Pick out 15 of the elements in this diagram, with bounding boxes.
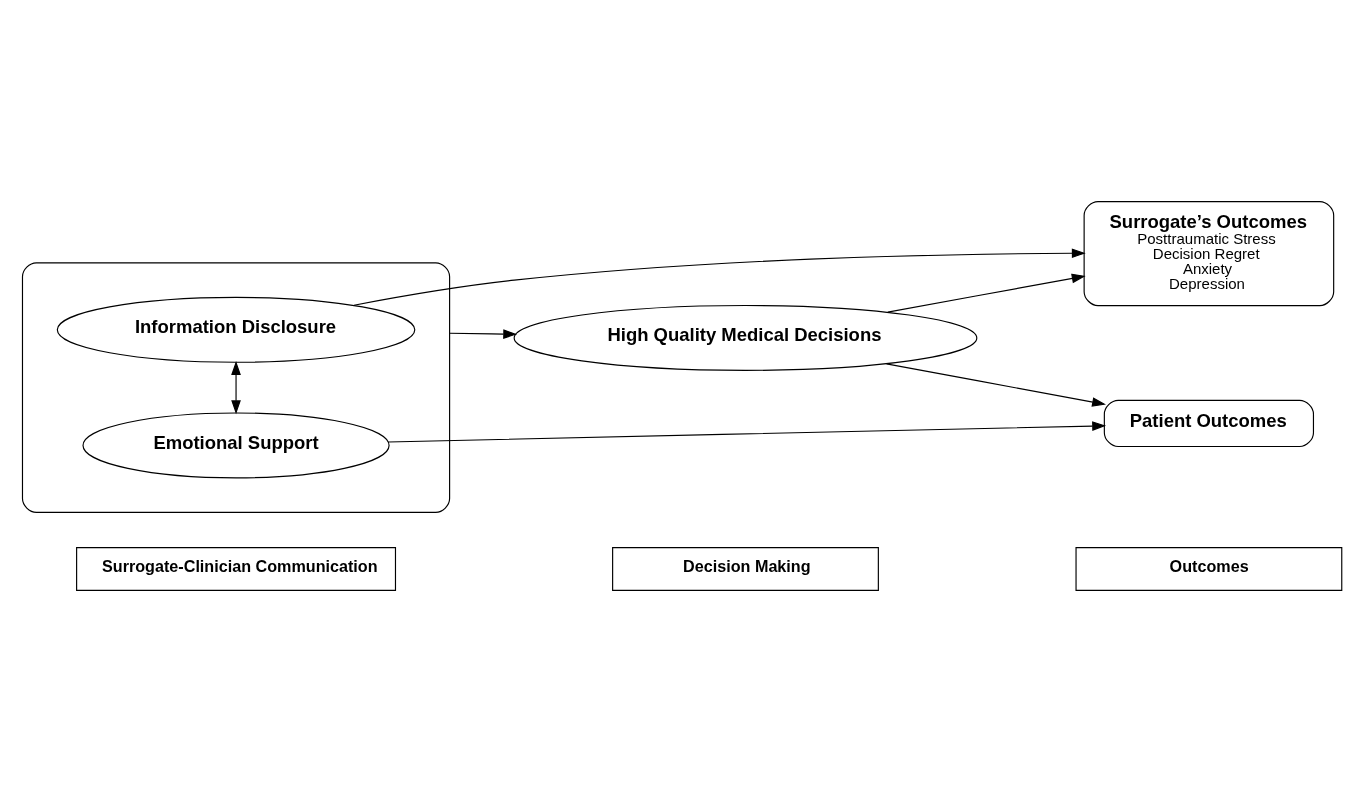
node-ellipse: Emotional Support (82, 412, 390, 479)
node-ellipse: Information Disclosure (56, 296, 416, 363)
node-box: Patient Outcomes (1103, 399, 1315, 448)
arrow (353, 248, 1086, 306)
arrow (387, 421, 1107, 443)
node-box: Surrogate’s Outcomes Posttraumatic Stress Decision Regret Anxiety Depression (1083, 201, 1335, 307)
node-box: Decision Making (612, 547, 879, 591)
node-ellipse: High Quality Medical Decisions (513, 304, 978, 371)
arrow (449, 329, 518, 339)
node-box: Outcomes (1075, 547, 1343, 591)
node-box: Surrogate-Clinician Communication (76, 547, 397, 591)
arrow (231, 361, 241, 415)
arrow (885, 363, 1106, 407)
arrow (887, 273, 1086, 313)
cluster (21, 262, 451, 513)
